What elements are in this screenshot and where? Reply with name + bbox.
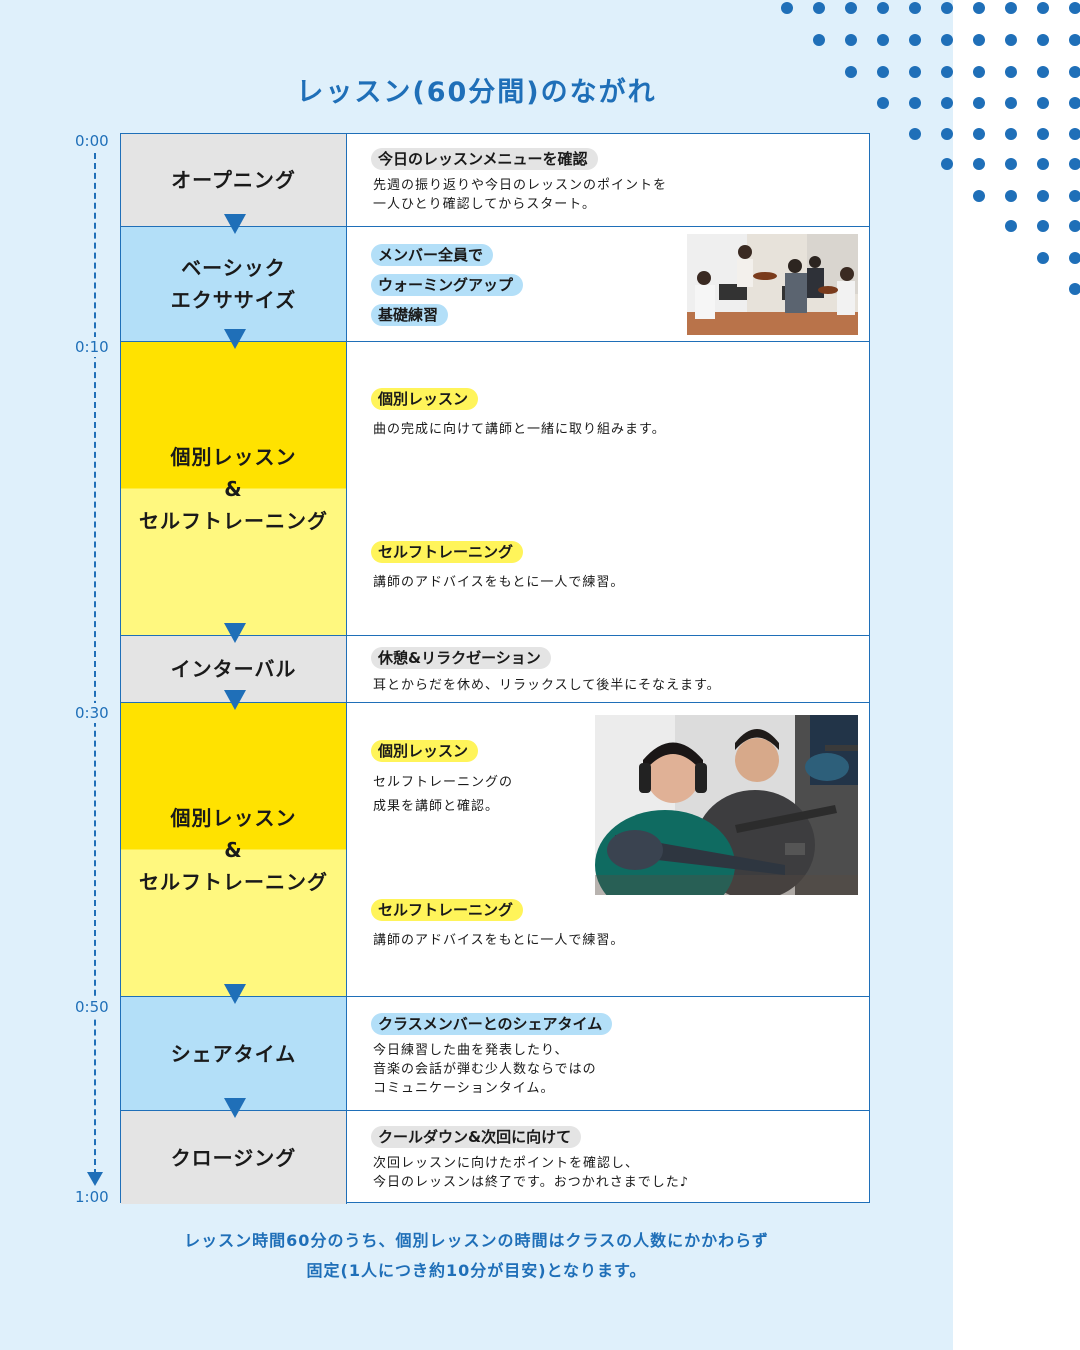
step-detail: 今日のレッスンメニューを確認 先週の振り返りや今日のレッスンのポイントを 一人ひ… [347, 134, 869, 226]
table-row-interval: インターバル 休憩&リラクゼーション 耳とからだを休め、リラックスして後半にそな… [121, 623, 869, 703]
step-label: シェアタイム [170, 1041, 297, 1066]
decorative-dot [1005, 66, 1017, 78]
table-row-opening: オープニング 今日のレッスンメニューを確認 先週の振り返りや今日のレッスンのポイ… [121, 134, 869, 227]
step-tag: 個別レッスン [371, 740, 479, 762]
decorative-dot [1005, 97, 1017, 109]
step-cell: ベーシック エクササイズ [121, 227, 347, 341]
footer-note: レッスン時間60分のうち、個別レッスンの時間はクラスの人数にかかわらず 固定(1… [184, 1231, 769, 1280]
step-cell: クロージング [121, 1111, 347, 1204]
table-row-individual-lesson-1: 個別レッスン & セルフトレーニング 個別レッスン 曲の完成に向けて講師と一緒に… [121, 329, 869, 636]
decorative-dot [1037, 97, 1049, 109]
decorative-dot [1037, 190, 1049, 202]
table-row-individual-lesson-2: 個別レッスン & セルフトレーニング 個別レッスン セルフトレーニングの 成果を… [121, 690, 869, 997]
step-detail: メンバー全員で ウォーミングアップ 基礎練習 [347, 227, 869, 341]
decorative-dot [1005, 190, 1017, 202]
decorative-dot [973, 158, 985, 170]
table-row-share-time: シェアタイム クラスメンバーとのシェアタイム 今日練習した曲を発表したり、 音楽… [121, 984, 869, 1111]
decorative-dot [1037, 252, 1049, 264]
step-label: インターバル [170, 657, 297, 681]
decorative-dot [1069, 34, 1080, 46]
step-description: 先週の振り返りや今日のレッスンのポイントを 一人ひとり確認してからスタート。 [373, 178, 668, 212]
decorative-dot [1037, 34, 1049, 46]
decorative-dot [973, 128, 985, 140]
step-label: ベーシック エクササイズ [170, 256, 297, 312]
step-tag: 休憩&リラクゼーション [371, 647, 551, 669]
step-tag: メンバー全員で [371, 244, 494, 266]
decorative-dot [1069, 66, 1080, 78]
step-cell: 個別レッスン & セルフトレーニング [121, 342, 347, 635]
decorative-dot [973, 34, 985, 46]
decorative-dot [973, 66, 985, 78]
decorative-dot [1005, 158, 1017, 170]
table-row-basic-exercise: ベーシック エクササイズ メンバー全員で ウォーミングアップ 基礎練習 [121, 214, 869, 342]
decorative-dot [1037, 2, 1049, 14]
table-row-closing: クロージング クールダウン&次回に向けて 次回レッスンに向けたポイントを確認し、… [121, 1098, 869, 1204]
step-cell: シェアタイム [121, 997, 347, 1110]
time-label-start: 0:00 [75, 131, 109, 151]
decorative-dot [1069, 283, 1080, 295]
step-detail: 休憩&リラクゼーション 耳とからだを休め、リラックスして後半にそなえます。 [347, 636, 869, 702]
time-label-end: 1:00 [75, 1187, 109, 1207]
flow-arrow-icon [224, 623, 246, 643]
step-tag: 基礎練習 [371, 304, 449, 326]
step-label: 個別レッスン & セルフトレーニング [139, 805, 328, 894]
decorative-dot [1037, 66, 1049, 78]
step-label: クロージング [170, 1145, 297, 1170]
decorative-dot [973, 2, 985, 14]
decorative-dot [1037, 158, 1049, 170]
decorative-dot [1005, 2, 1017, 14]
step-detail: クラスメンバーとのシェアタイム 今日練習した曲を発表したり、 音楽の会話が弾む少… [347, 997, 869, 1110]
step-label: オープニング [171, 168, 296, 192]
time-label-30: 0:30 [75, 703, 109, 723]
decorative-dot [973, 97, 985, 109]
step-description: セルフトレーニングの 成果を講師と確認。 [373, 775, 514, 814]
lesson-flow-table: オープニング 今日のレッスンメニューを確認 先週の振り返りや今日のレッスンのポイ… [120, 133, 870, 1204]
step-tag: ウォーミングアップ [371, 274, 524, 296]
decorative-dot [1037, 220, 1049, 232]
step-description: 講師のアドバイスをもとに一人で練習。 [373, 933, 625, 948]
step-detail: クールダウン&次回に向けて 次回レッスンに向けたポイントを確認し、 今日のレッス… [347, 1111, 869, 1204]
decorative-dot [1069, 97, 1080, 109]
flow-arrow-icon [224, 690, 246, 710]
step-description: 曲の完成に向けて講師と一緒に取り組みます。 [373, 422, 666, 437]
decorative-dot [1037, 128, 1049, 140]
time-label-50: 0:50 [75, 997, 109, 1017]
step-description: 今日練習した曲を発表したり、 音楽の会話が弾む少人数ならではの コミュニケーショ… [373, 1043, 597, 1096]
step-cell: オープニング [121, 134, 347, 226]
step-description: 耳とからだを休め、リラックスして後半にそなえます。 [373, 678, 721, 693]
step-tag: セルフトレーニング [371, 541, 524, 563]
step-tag: 個別レッスン [371, 388, 479, 410]
step-detail: 個別レッスン セルフトレーニングの 成果を講師と確認。 [347, 703, 869, 996]
step-tag: クールダウン&次回に向けて [371, 1126, 582, 1148]
step-tag: 今日のレッスンメニューを確認 [371, 148, 598, 170]
decorative-dot [1069, 2, 1080, 14]
guitar-lesson-photo [595, 715, 858, 895]
decorative-dot [1005, 220, 1017, 232]
flow-arrow-icon [224, 214, 246, 234]
step-tag: クラスメンバーとのシェアタイム [371, 1013, 613, 1035]
flow-arrow-icon [224, 1098, 246, 1118]
decorative-dot [1069, 220, 1080, 232]
step-cell: 個別レッスン & セルフトレーニング [121, 703, 347, 996]
step-label: 個別レッスン & セルフトレーニング [139, 444, 328, 533]
flow-arrow-icon [224, 329, 246, 349]
time-label-10: 0:10 [75, 337, 109, 357]
decorative-dot [1069, 158, 1080, 170]
step-tag: セルフトレーニング [371, 899, 524, 921]
decorative-dot [973, 190, 985, 202]
decorative-dot [1005, 34, 1017, 46]
step-detail: 個別レッスン 曲の完成に向けて講師と一緒に取り組みます。 セルフトレーニング 講… [347, 342, 869, 635]
flow-arrow-icon [224, 984, 246, 1004]
decorative-dot [1069, 128, 1080, 140]
timeline-dashed-line [94, 153, 96, 1175]
decorative-dot [1069, 190, 1080, 202]
string-ensemble-photo [687, 234, 858, 335]
step-description: 次回レッスンに向けたポイントを確認し、 今日のレッスンは終了です。おつかれさまで… [373, 1156, 689, 1190]
timeline-arrow-icon [87, 1172, 103, 1186]
step-description: 講師のアドバイスをもとに一人で練習。 [373, 575, 625, 590]
page-title: レッスン(60分間)のながれ [296, 77, 657, 108]
decorative-dot [1005, 128, 1017, 140]
decorative-dot [1069, 252, 1080, 264]
